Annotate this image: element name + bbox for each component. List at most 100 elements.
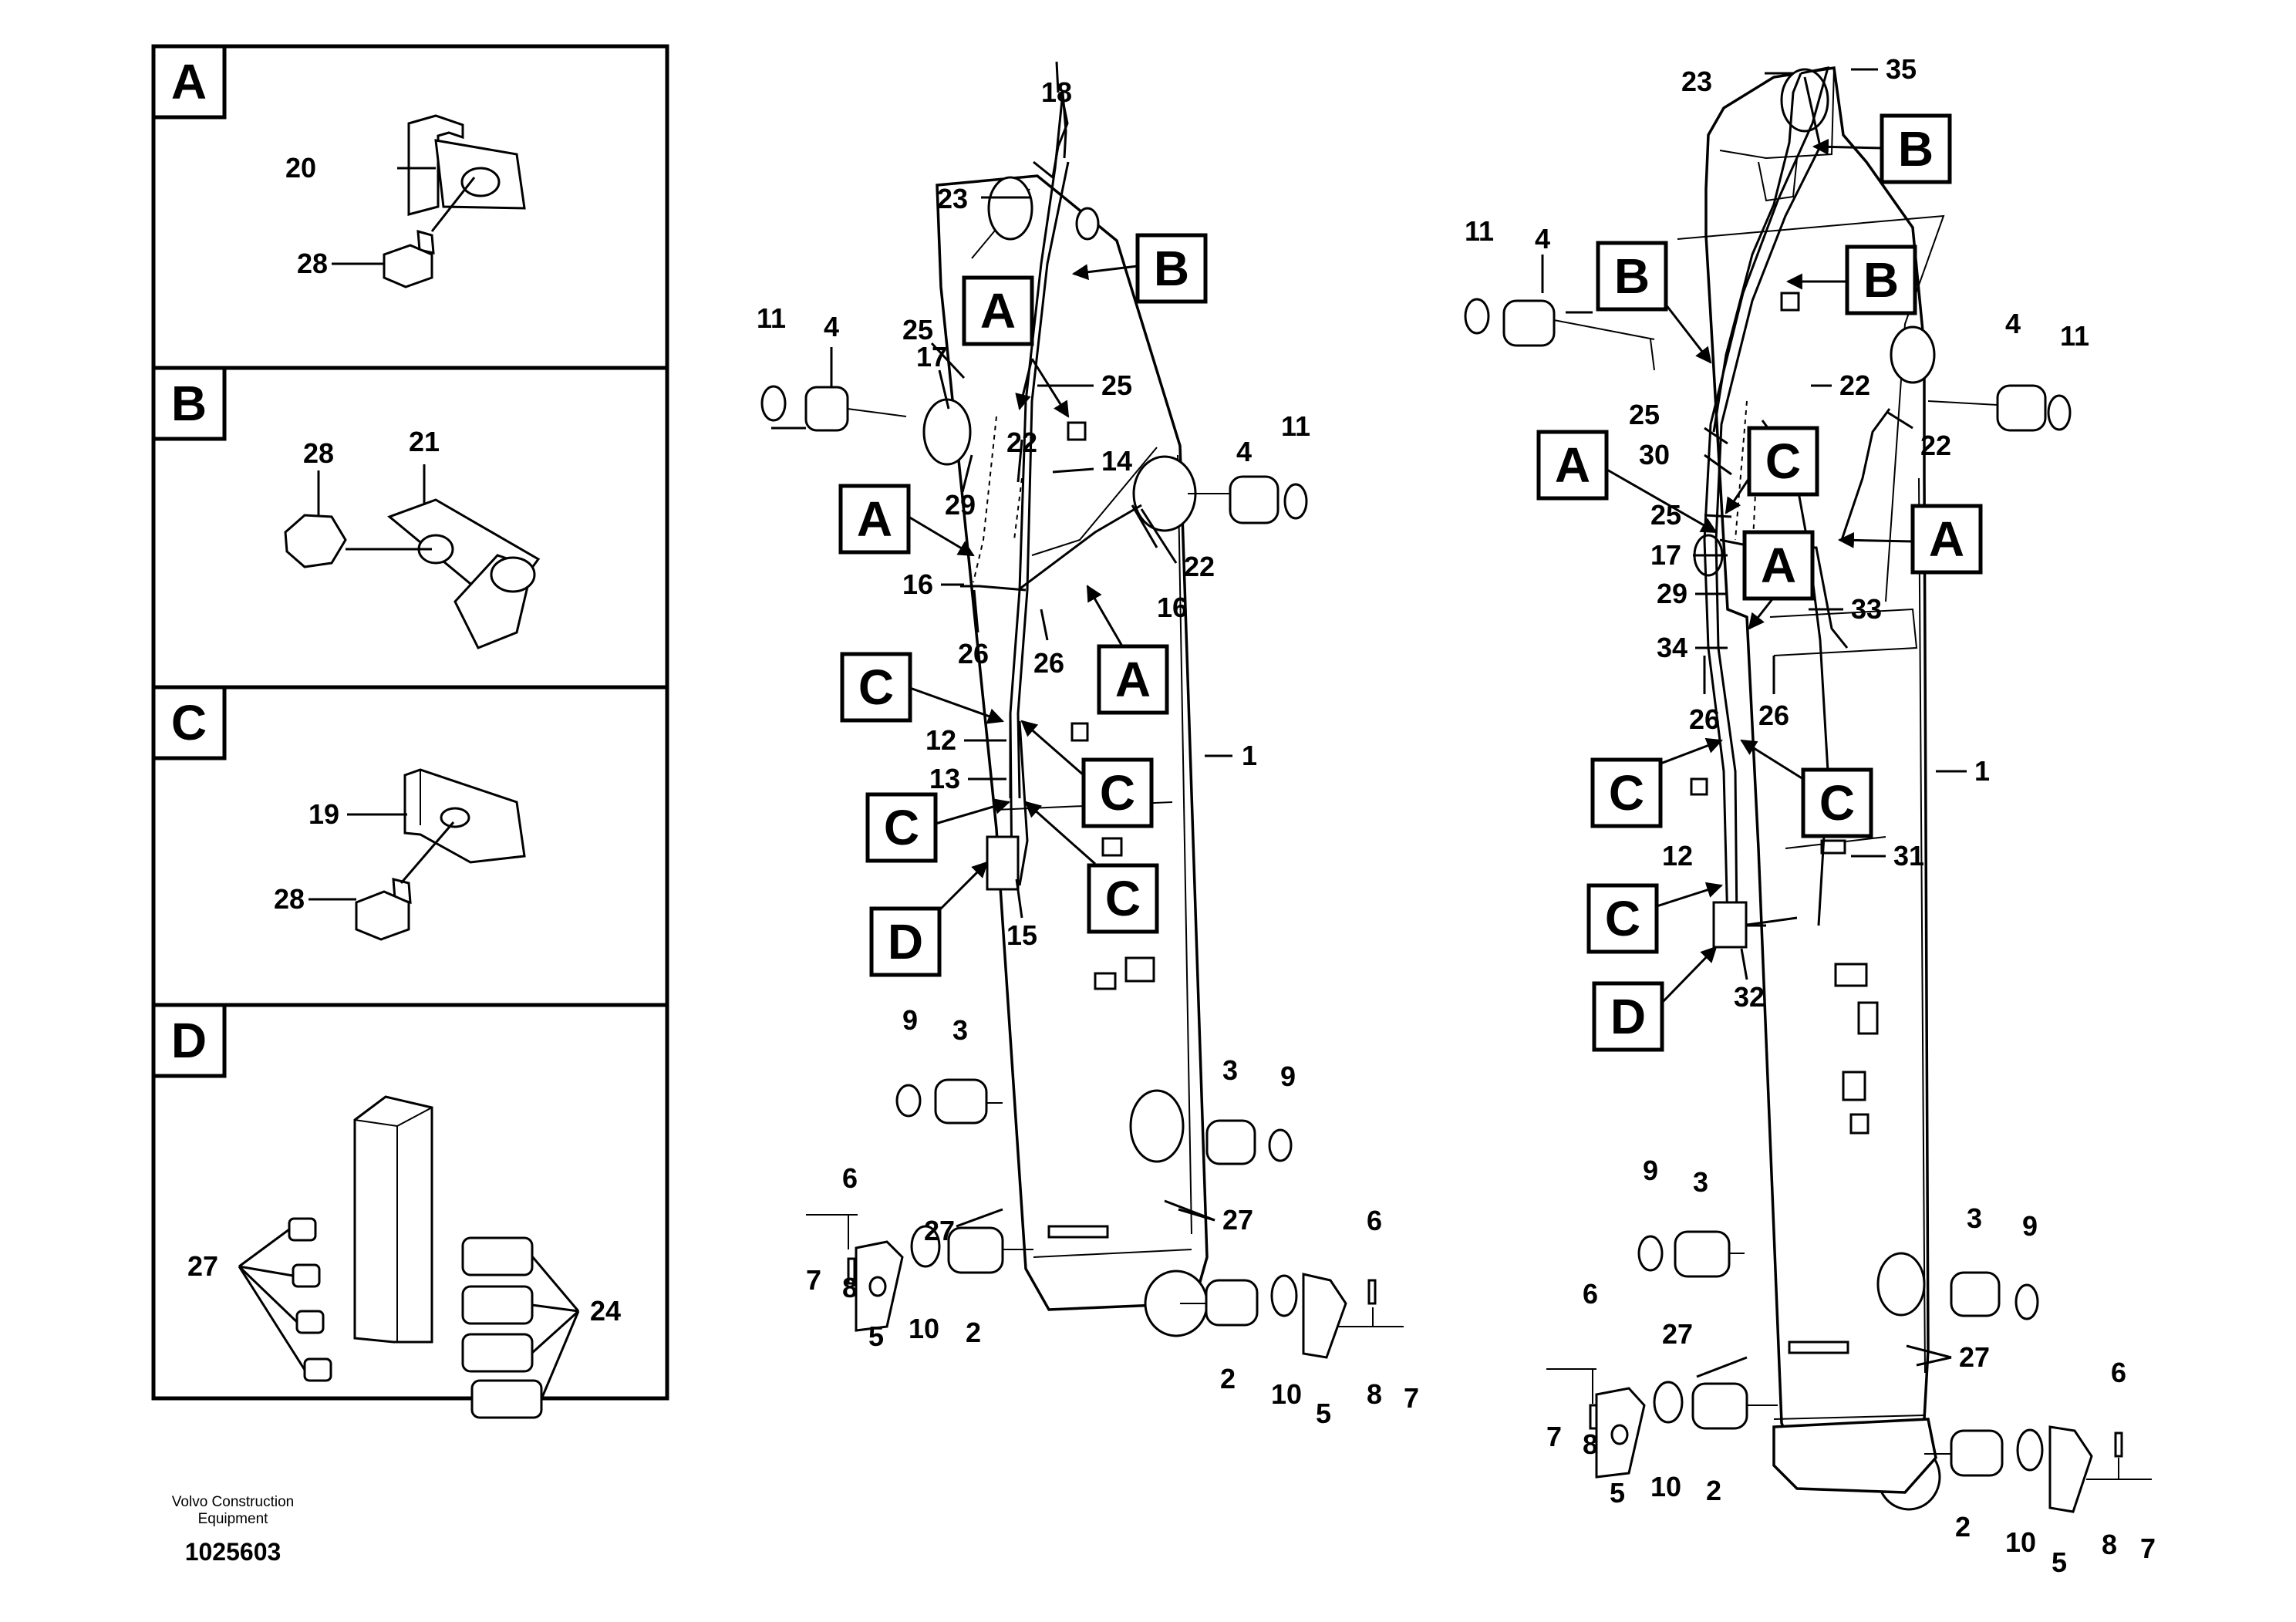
svg-text:C: C xyxy=(1100,765,1135,821)
callout: 27 xyxy=(1959,1341,1990,1373)
ref-box-a: A xyxy=(1536,430,1718,534)
callout: 11 xyxy=(1465,215,1494,247)
callout: 10 xyxy=(2005,1526,2036,1558)
callout: 10 xyxy=(909,1313,939,1344)
ref-box-c: C xyxy=(1024,801,1159,934)
svg-text:A: A xyxy=(1761,538,1796,593)
panel-letter: B xyxy=(171,376,207,431)
ref-box-b: B xyxy=(1071,233,1208,304)
arm-body xyxy=(1704,66,1930,1464)
callout: 11 xyxy=(2060,320,2089,352)
callout: 7 xyxy=(1404,1382,1419,1414)
callout: 25 xyxy=(902,314,933,346)
callout: 1 xyxy=(1974,755,1990,787)
callout: 29 xyxy=(1657,578,1687,609)
callout: 27 xyxy=(1222,1204,1253,1236)
callout: 16 xyxy=(902,568,933,600)
brand-line-2: Equipment xyxy=(198,1511,269,1527)
callout: 18 xyxy=(1041,76,1072,108)
callout: 8 xyxy=(1367,1378,1382,1410)
callout: 4 xyxy=(1236,436,1252,467)
svg-text:B: B xyxy=(1898,121,1934,177)
callout: 4 xyxy=(1535,223,1550,255)
callout: 33 xyxy=(1851,593,1882,625)
fitting-set xyxy=(288,1217,543,1419)
callout: 16 xyxy=(1157,592,1188,623)
callout: 17 xyxy=(916,341,947,373)
callout: 29 xyxy=(945,489,976,521)
callout: 20 xyxy=(285,152,316,184)
callout: 6 xyxy=(1583,1278,1598,1310)
callout: 5 xyxy=(1316,1398,1331,1429)
svg-text:C: C xyxy=(1609,765,1644,821)
callout: 27 xyxy=(1662,1318,1693,1350)
detail-panels: A 20 28 B 28 21 xyxy=(151,44,669,1419)
svg-text:B: B xyxy=(1154,241,1189,296)
brand-line-1: Volvo Construction xyxy=(172,1494,294,1510)
svg-text:C: C xyxy=(858,659,894,715)
left-arm-assembly: 18 23 11 4 25 17 29 22 16 26 14 25 22 16… xyxy=(757,61,1419,1429)
callout: 3 xyxy=(1222,1054,1238,1086)
callout: 25 xyxy=(1101,369,1132,401)
ref-box-d: D xyxy=(869,861,989,977)
callout: 10 xyxy=(1650,1471,1681,1502)
svg-text:A: A xyxy=(1555,437,1590,493)
ref-box-a: A xyxy=(1837,504,1983,575)
callout: 27 xyxy=(924,1215,955,1246)
callout: 26 xyxy=(1758,700,1789,731)
panel-letter: C xyxy=(171,695,207,750)
callout: 13 xyxy=(929,763,960,794)
svg-text:A: A xyxy=(1929,511,1964,567)
callout: 6 xyxy=(842,1162,858,1194)
callout: 35 xyxy=(1886,53,1917,85)
ref-box-c: C xyxy=(1590,737,1723,828)
leader xyxy=(1055,61,1060,93)
ref-box-c: C xyxy=(1740,739,1873,838)
callout: 7 xyxy=(1546,1421,1562,1452)
callout: 5 xyxy=(2052,1546,2067,1578)
callout: 3 xyxy=(1967,1202,1982,1234)
callout: 8 xyxy=(842,1272,858,1303)
svg-text:A: A xyxy=(980,283,1016,339)
ref-box-a: A xyxy=(838,484,975,557)
panel-letter: D xyxy=(171,1013,207,1068)
callout: 5 xyxy=(868,1320,884,1352)
callout: 17 xyxy=(1650,539,1681,571)
footer: Volvo Construction Equipment 1025603 xyxy=(172,1494,294,1566)
callout: 9 xyxy=(2022,1210,2038,1242)
callout: 31 xyxy=(1893,840,1924,872)
callout: 6 xyxy=(2111,1357,2126,1388)
ref-box-c: C xyxy=(1586,882,1723,954)
callout: 28 xyxy=(297,248,328,279)
ref-box-a: A xyxy=(1742,530,1815,630)
callout: 26 xyxy=(958,638,989,669)
svg-text:C: C xyxy=(884,800,919,855)
callout: 25 xyxy=(1629,399,1660,430)
callout: 9 xyxy=(902,1004,918,1036)
svg-text:A: A xyxy=(857,491,892,547)
callout: 22 xyxy=(1184,551,1215,582)
callout: 21 xyxy=(409,426,440,457)
callout: 4 xyxy=(2005,308,2021,339)
callout: 23 xyxy=(1681,66,1712,97)
ref-box-c: C xyxy=(1725,426,1819,514)
svg-text:C: C xyxy=(1605,891,1640,946)
svg-text:D: D xyxy=(888,914,923,969)
callout: 4 xyxy=(824,311,839,342)
ref-box-d: D xyxy=(1592,946,1718,1052)
arm-body xyxy=(936,174,1209,1311)
callout: 12 xyxy=(1662,840,1693,872)
bushing-group xyxy=(1464,298,2152,1513)
callout: 1 xyxy=(1242,740,1257,771)
callout: 28 xyxy=(303,437,334,469)
ref-box-b: B xyxy=(1812,113,1952,184)
callout: 27 xyxy=(187,1250,218,1282)
callout: 23 xyxy=(937,183,968,214)
callout: 2 xyxy=(1706,1475,1721,1506)
callout: 14 xyxy=(1101,445,1132,477)
svg-text:D: D xyxy=(1610,989,1646,1044)
ref-box-a: A xyxy=(962,275,1070,418)
right-arm-assembly: 23 35 11 4 22 25 30 25 17 29 34 26 26 33… xyxy=(1464,53,2156,1578)
svg-text:C: C xyxy=(1105,871,1141,926)
